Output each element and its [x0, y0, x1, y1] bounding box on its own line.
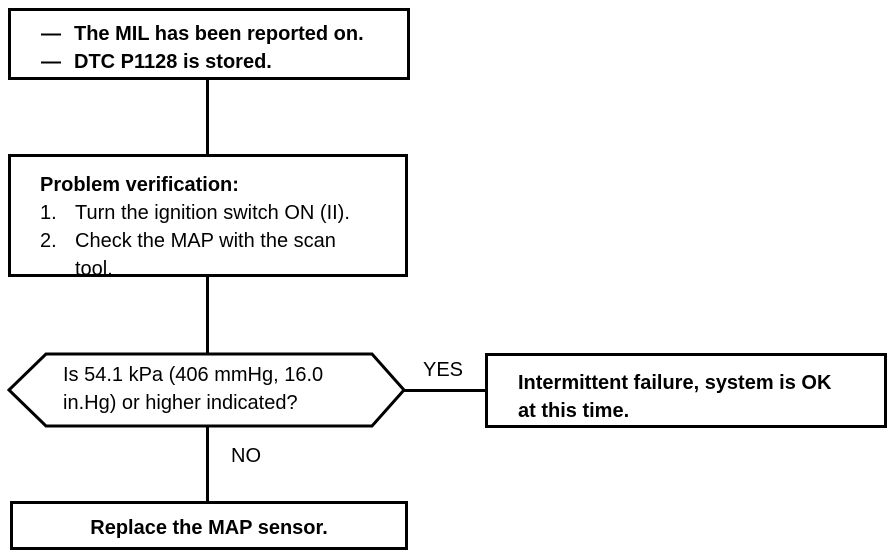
- yes-label: YES: [423, 359, 464, 381]
- dash-bullet: —: [41, 51, 61, 73]
- node-intermittent-failure: Intermittent failure, system is OK at th…: [485, 353, 887, 428]
- symptom-item: — The MIL has been reported on.: [41, 20, 399, 48]
- node-problem-verification: Problem verification: 1. Turn the igniti…: [8, 154, 408, 280]
- verification-heading: Problem verification:: [40, 174, 239, 196]
- dash-bullet: —: [41, 23, 61, 45]
- symptom-item: — DTC P1128 is stored.: [41, 48, 399, 76]
- no-label: NO: [231, 445, 261, 467]
- intermittent-text-line: at this time.: [518, 400, 630, 422]
- step-text-line: Check the MAP with the scan: [75, 230, 336, 252]
- connector-decision-to-intermittent: [403, 389, 486, 392]
- step-text-line: tool.: [75, 258, 113, 280]
- verification-step-1: 1. Turn the ignition switch ON (II).: [40, 199, 399, 227]
- verification-content: Problem verification: 1. Turn the igniti…: [11, 157, 405, 283]
- replace-text: Replace the MAP sensor.: [90, 517, 328, 539]
- step-number: 1.: [40, 202, 57, 224]
- step-text: Check the MAP with the scan tool.: [75, 227, 363, 283]
- step-text: Turn the ignition switch ON (II).: [75, 199, 363, 227]
- connector-symptoms-to-verification: [206, 78, 209, 157]
- decision-question-line: in.Hg) or higher indicated?: [63, 392, 298, 414]
- node-symptoms: — The MIL has been reported on. — DTC P1…: [8, 8, 410, 80]
- step-number: 2.: [40, 230, 57, 252]
- node-replace-map-sensor: Replace the MAP sensor.: [10, 501, 408, 550]
- intermittent-text-line: Intermittent failure, system is OK: [518, 372, 832, 394]
- connector-verification-to-decision: [206, 275, 209, 356]
- symptom-text: DTC P1128 is stored.: [74, 51, 272, 73]
- verification-step-2: 2. Check the MAP with the scan tool.: [40, 227, 399, 283]
- connector-decision-to-replace: [206, 424, 209, 503]
- decision-question: Is 54.1 kPa (406 mmHg, 16.0 in.Hg) or hi…: [63, 361, 363, 417]
- symptom-text: The MIL has been reported on.: [74, 23, 364, 45]
- decision-question-line: Is 54.1 kPa (406 mmHg, 16.0: [63, 364, 324, 386]
- symptom-list: — The MIL has been reported on. — DTC P1…: [11, 11, 407, 76]
- intermittent-text: Intermittent failure, system is OK at th…: [488, 356, 884, 425]
- step-text-line: Turn the ignition switch ON (II).: [75, 202, 350, 224]
